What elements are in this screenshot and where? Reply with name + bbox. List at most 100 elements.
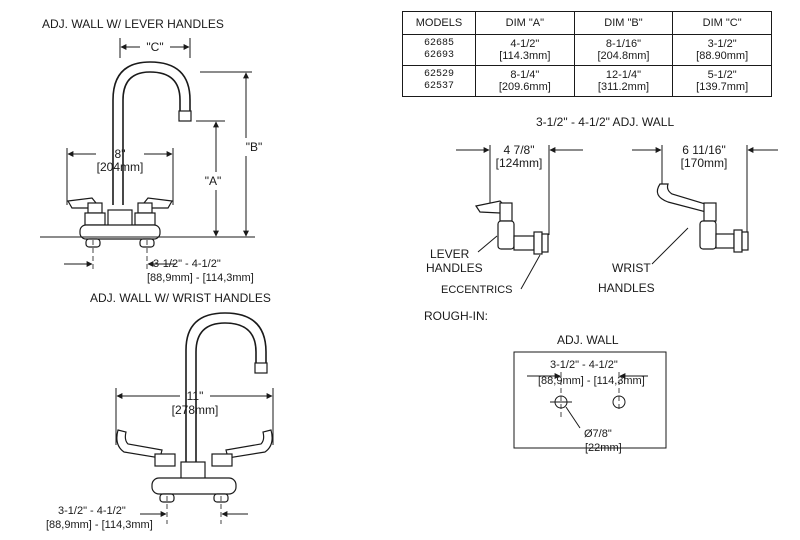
wrist-leader (651, 227, 689, 265)
rough-wall-in: 3-1/2" - 4-1/2" (550, 359, 618, 371)
eccentrics-label: ECCENTRICS (441, 284, 513, 296)
lever-title: ADJ. WALL W/ LEVER HANDLES (42, 17, 224, 31)
left-wrist-bonnet (154, 453, 176, 467)
lever-body (79, 224, 161, 240)
dim-value-mm: [114.3mm] (499, 50, 551, 62)
rough-hole-left (554, 395, 568, 409)
lever-aerator (178, 110, 192, 122)
rough-hole-right (612, 395, 626, 409)
wrist-body (151, 477, 237, 495)
row1-dim-a: 4-1/2"[114.3mm] (475, 34, 575, 66)
wrist-side-in: 6 11/16" (682, 143, 725, 157)
left-valve-bonnet (87, 202, 103, 214)
wrist-spout-base (180, 461, 206, 481)
wrist-spout-inner (195, 322, 257, 462)
side-wrist-valve (699, 220, 717, 250)
wrist-width-in: 11" (187, 389, 204, 403)
left-wrist-blade (116, 429, 163, 459)
lever-side-mm: [124mm] (496, 156, 543, 170)
dim-c-label: "C" (146, 40, 163, 54)
side-wrist-eccentric (715, 233, 735, 249)
header-dim-c: DIM "C" (672, 11, 772, 35)
wrist-wall-mm: [88,9mm] - [114,3mm] (46, 519, 153, 531)
dim-value-mm: [88.90mm] (696, 50, 749, 62)
side-nut (533, 231, 543, 255)
rough-in-label: ROUGH-IN: (424, 309, 488, 323)
rough-wall-box (513, 351, 667, 449)
wrist-wall-in: 3-1/2" - 4-1/2" (58, 505, 126, 517)
dim-b-label: "B" (246, 140, 263, 154)
dim-value-mm: [204.8mm] (597, 50, 650, 62)
lever-label-2: HANDLES (426, 261, 483, 275)
lever-leader (477, 235, 498, 253)
row1-dim-b: 8-1/16"[204.8mm] (573, 34, 674, 66)
dim-value-mm: [139.7mm] (696, 81, 749, 93)
right-wrist-bonnet (211, 453, 233, 467)
wrist-aerator (254, 362, 268, 374)
right-wrist-blade (225, 429, 273, 459)
lever-side-in: 4 7/8" (504, 143, 535, 157)
row2-dim-c: 5-1/2"[139.7mm] (672, 65, 772, 97)
lever-width-mm: [204mm] (97, 160, 144, 174)
side-eccentric (513, 235, 535, 251)
right-valve-bonnet (137, 202, 153, 214)
rough-wall-mm: [88,9mm] - [114,3mm] (538, 375, 645, 387)
side-wrist-bonnet (703, 202, 717, 222)
dim-value: 3-1/2" (707, 38, 737, 50)
wrist-spout-outer (185, 312, 267, 462)
hole-mm: [22mm] (585, 442, 622, 454)
side-flange (541, 233, 549, 253)
dim-value: 4-1/2" (510, 38, 540, 50)
model-number: 62693 (423, 50, 454, 61)
wrist-side-mm: [170mm] (681, 156, 728, 170)
dim-value: 8-1/4" (510, 69, 540, 81)
row1-dim-c: 3-1/2"[88.90mm] (672, 34, 772, 66)
wrist-title: ADJ. WALL W/ WRIST HANDLES (90, 291, 271, 305)
wrist-label-1: WRIST (612, 261, 651, 275)
eccentrics-leader (520, 254, 541, 290)
hole-in: Ø7/8" (584, 428, 612, 440)
rough-title: ADJ. WALL (557, 333, 619, 347)
lever-wall-in: 3-1/2" - 4-1/2" (153, 258, 221, 270)
model-number: 62529 (423, 69, 454, 80)
header-dim-b: DIM "B" (573, 11, 674, 35)
dim-a-label: "A" (205, 174, 222, 188)
lever-spout-outer (112, 61, 191, 205)
row2-dim-a: 8-1/4"[209.6mm] (475, 65, 575, 97)
model-number: 62685 (423, 38, 454, 49)
wrist-faucet-view: ADJ. WALL W/ WRIST HANDLES 11" [278mm] 3… (46, 291, 274, 531)
model-number: 62537 (423, 81, 454, 92)
left-valve-body (84, 212, 106, 226)
wrist-width-mm: [278mm] (172, 403, 219, 417)
lever-label-1: LEVER (430, 247, 470, 261)
dim-value-mm: [311.2mm] (597, 81, 650, 93)
lever-spout-inner (122, 71, 181, 205)
dim-value: 5-1/2" (707, 69, 737, 81)
dim-value: 8-1/16" (605, 38, 642, 50)
lever-wall-mm: [88,9mm] - [114,3mm] (147, 272, 254, 284)
dim-value: 12-1/4" (605, 69, 642, 81)
header-dim-a: DIM "A" (475, 11, 575, 35)
side-wrist-flange (741, 231, 749, 251)
dim-value-mm: [209.6mm] (498, 81, 551, 93)
wrist-label-2: HANDLES (598, 281, 655, 295)
hole-leader (565, 406, 581, 429)
header-models: MODELS (402, 11, 476, 35)
row2-dim-b: 12-1/4"[311.2mm] (573, 65, 674, 97)
lever-faucet-view: ADJ. WALL W/ LEVER HANDLES "C" "B" "A" 8… (40, 17, 262, 284)
right-valve-body (134, 212, 156, 226)
rough-in-view: ADJ. WALL 3-1/2" - 4-1/2" [88,9mm] - [11… (513, 333, 667, 454)
side-lever-bonnet (499, 202, 513, 222)
lever-width-in: 8" (115, 147, 126, 161)
side-wrist-nut (733, 229, 743, 253)
side-views: 3-1/2" - 4-1/2" ADJ. WALL 4 7/8" [124mm]… (424, 115, 778, 323)
side-lever-valve (497, 220, 515, 250)
table-header-row: MODELS DIM "A" DIM "B" DIM "C" (402, 11, 772, 35)
side-title: 3-1/2" - 4-1/2" ADJ. WALL (536, 115, 674, 129)
